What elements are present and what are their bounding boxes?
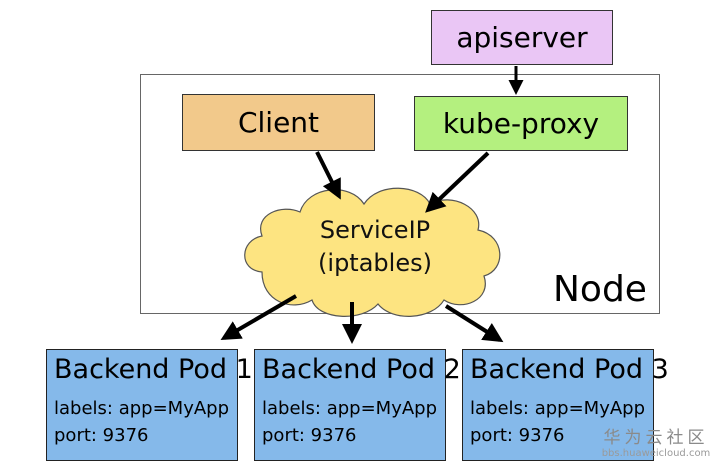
watermark: 华为云社区 bbs.huaweicloud.com: [600, 428, 712, 460]
backend-pod-2: Backend Pod 2 labels: app=MyApp port: 93…: [254, 349, 461, 461]
watermark-url: bbs.huaweicloud.com: [601, 448, 711, 459]
pod-title: Backend Pod 1: [54, 354, 253, 385]
pod-title: Backend Pod 2: [262, 354, 461, 385]
pod-port: port: 9376: [54, 425, 149, 446]
kube-proxy-label: kube-proxy: [442, 107, 600, 140]
pod-port: port: 9376: [262, 425, 357, 446]
kube-proxy-box: kube-proxy: [414, 96, 628, 151]
pod-labels: labels: app=MyApp: [54, 398, 230, 419]
arrow-kube-proxy-to-serviceip: [425, 151, 490, 213]
apiserver-label: apiserver: [456, 21, 588, 54]
arrow-serviceip-to-pod-1: [220, 294, 298, 341]
pod-title: Backend Pod 3: [470, 354, 669, 385]
client-label: Client: [237, 106, 320, 139]
pod-labels: labels: app=MyApp: [470, 398, 646, 419]
apiserver-box: apiserver: [431, 10, 613, 65]
service-ip-title: ServiceIP: [319, 216, 431, 244]
watermark-brand: 华为云社区: [603, 428, 709, 448]
node-label: Node: [553, 269, 647, 310]
arrow-client-to-serviceip: [315, 151, 341, 200]
arrow-serviceip-to-pod-3: [444, 304, 504, 343]
client-box: Client: [182, 94, 375, 151]
pod-labels: labels: app=MyApp: [262, 398, 438, 419]
service-ip-subtitle: (iptables): [318, 249, 432, 277]
pod-port: port: 9376: [470, 425, 565, 446]
service-ip-label: ServiceIP (iptables): [250, 214, 500, 280]
backend-pod-3: Backend Pod 3 labels: app=MyApp port: 93…: [462, 349, 669, 461]
backend-pod-1: Backend Pod 1 labels: app=MyApp port: 93…: [46, 349, 253, 461]
